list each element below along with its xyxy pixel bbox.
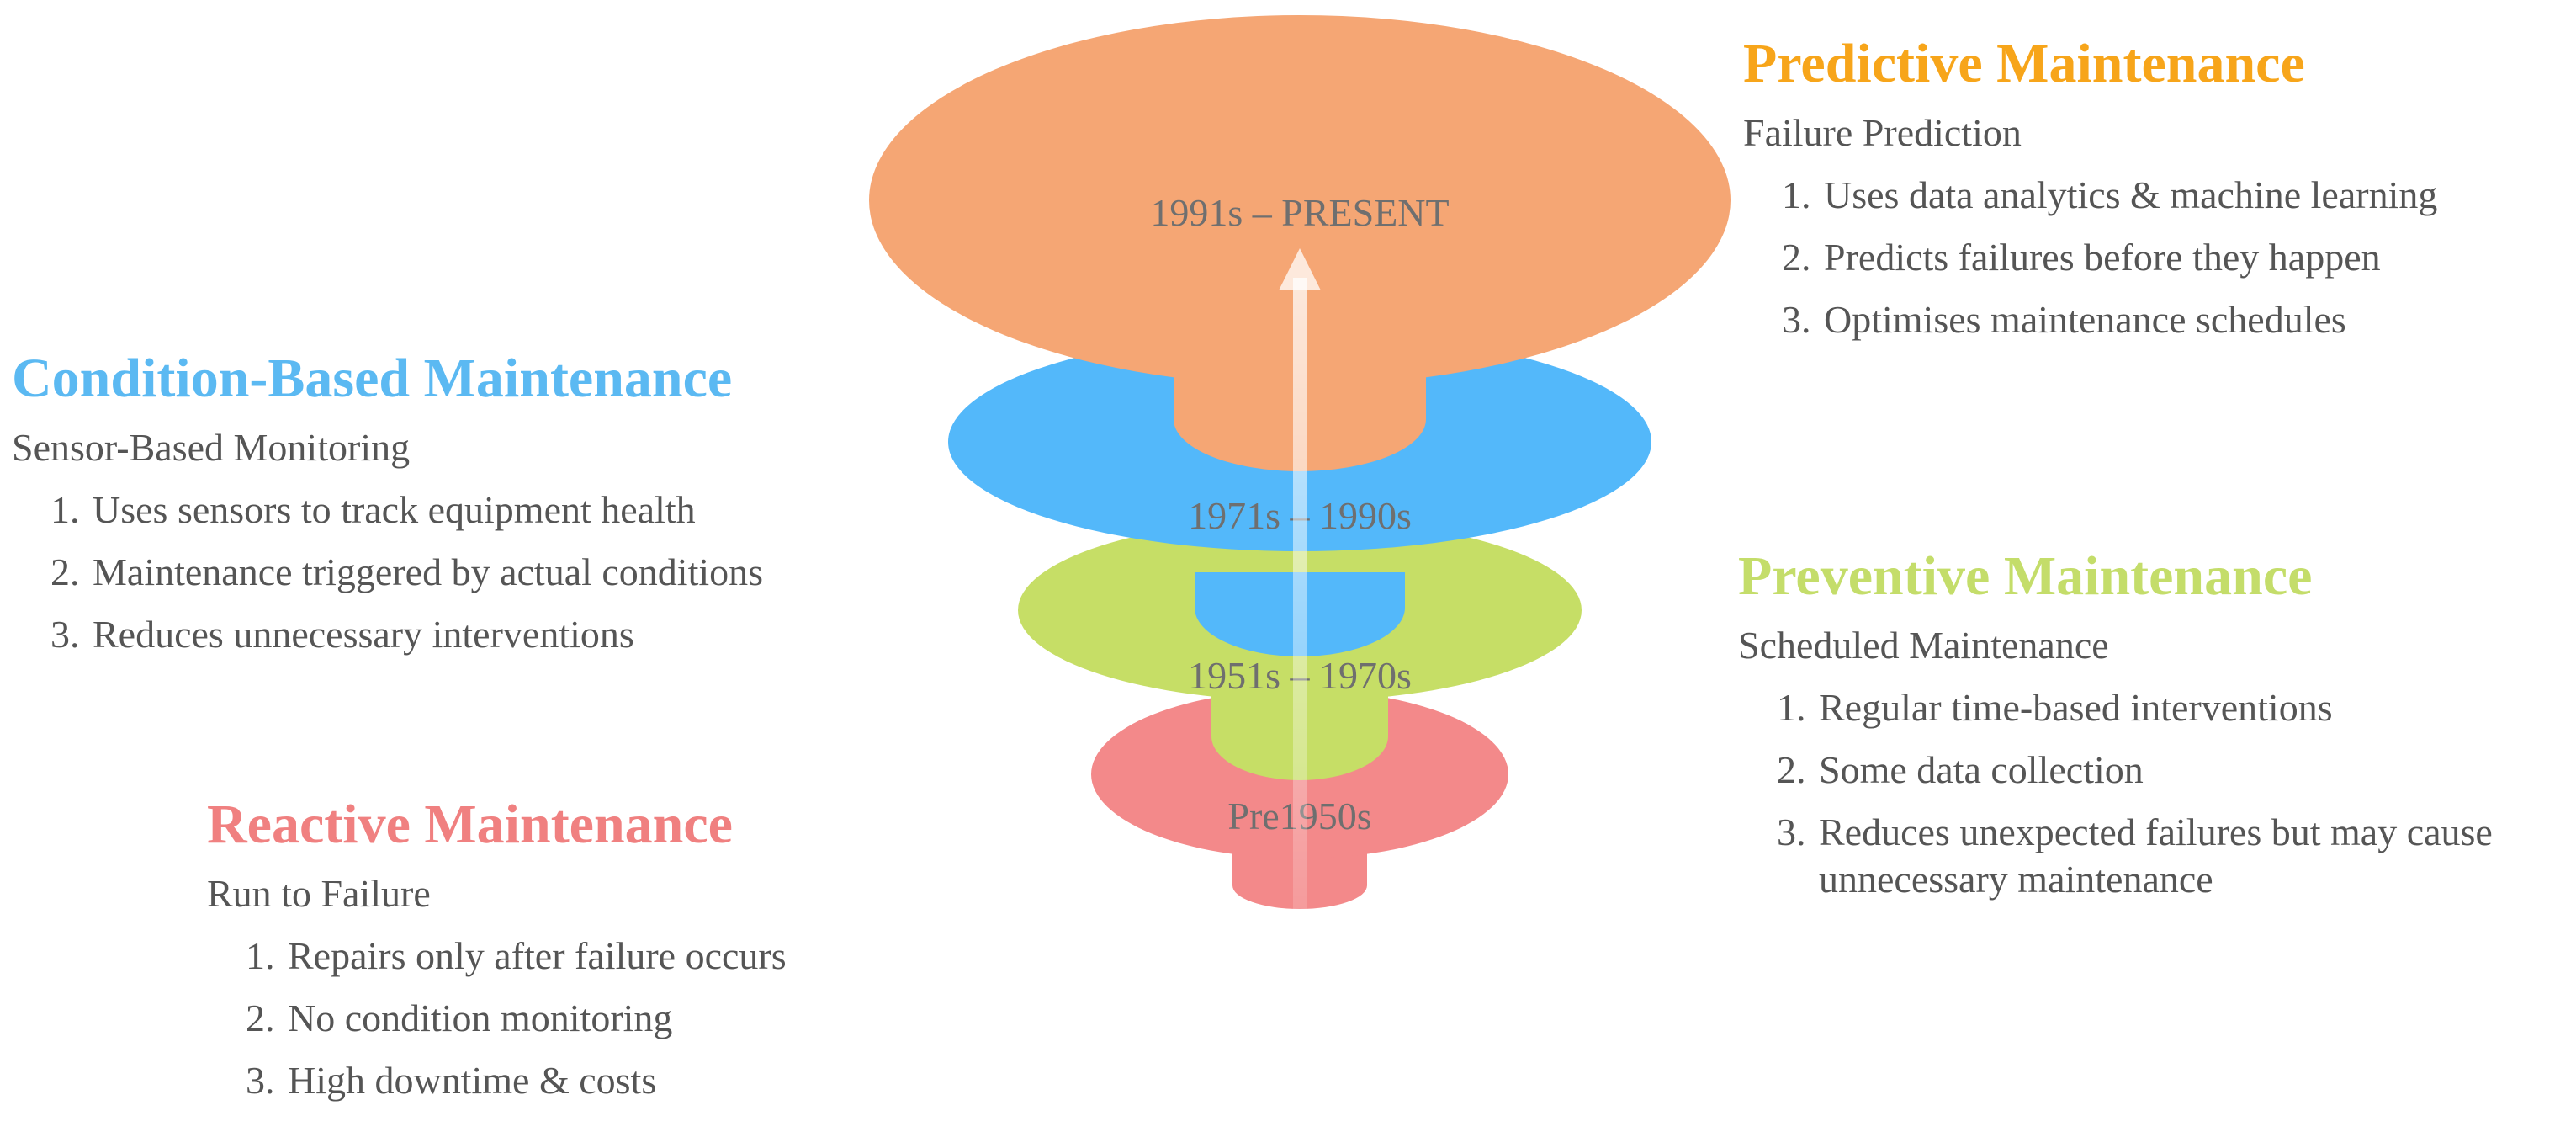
predictive-subtitle: Failure Prediction [1743,111,2022,154]
predictive-block: Predictive Maintenance Failure Predictio… [1743,30,2568,359]
list-item-number: 1. [1782,173,1811,216]
preventive-block: Preventive Maintenance Scheduled Mainten… [1738,543,2546,918]
list-item-text: Regular time-based interventions [1819,686,2333,729]
list-item: 2. Maintenance triggered by actual condi… [50,549,946,596]
predictive-title: Predictive Maintenance [1743,33,2305,94]
list-item: 3. Reduces unexpected failures but may c… [1777,809,2546,903]
predictive-list: 1. Uses data analytics & machine learnin… [1743,172,2568,343]
list-item-text: Reduces unnecessary interventions [93,613,634,656]
list-item-text: Maintenance triggered by actual conditio… [93,550,764,593]
list-item: 1. Uses sensors to track equipment healt… [50,486,946,534]
up-arrow-icon [1279,248,1321,913]
list-item-number: 2. [246,996,275,1039]
list-item: 2. No condition monitoring [246,995,964,1042]
condition-subtitle: Sensor-Based Monitoring [12,426,411,469]
list-item-text: Reduces unexpected failures but may caus… [1819,810,2493,901]
list-item-number: 3. [50,613,80,656]
list-item: 2. Some data collection [1777,747,2546,794]
list-item-text: Uses data analytics & machine learning [1824,173,2438,216]
list-item: 1. Uses data analytics & machine learnin… [1782,172,2568,219]
list-item-number: 2. [1777,748,1806,791]
list-item: 3. High downtime & costs [246,1057,964,1104]
list-item-text: Uses sensors to track equipment health [93,488,696,531]
reactive-block: Reactive Maintenance Run to Failure 1. R… [207,791,964,1119]
condition-list: 1. Uses sensors to track equipment healt… [12,486,946,658]
list-item-text: Predicts failures before they happen [1824,236,2381,279]
preventive-title: Preventive Maintenance [1738,545,2313,607]
list-item-number: 3. [1777,810,1806,853]
list-item-number: 2. [50,550,80,593]
list-item-number: 3. [1782,298,1811,341]
list-item: 3. Optimises maintenance schedules [1782,296,2568,343]
list-item-text: No condition monitoring [288,996,673,1039]
era-label-predictive: 1991s – PRESENT [1150,191,1449,234]
list-item-text: Some data collection [1819,748,2144,791]
condition-block: Condition-Based Maintenance Sensor-Based… [12,345,946,673]
list-item-text: High downtime & costs [288,1059,657,1102]
list-item-text: Optimises maintenance schedules [1824,298,2346,341]
funnel-predictive-disc [869,15,1731,385]
list-item-number: 1. [1777,686,1806,729]
list-item: 2. Predicts failures before they happen [1782,234,2568,281]
list-item: 1. Repairs only after failure occurs [246,933,964,980]
list-item: 1. Regular time-based interventions [1777,684,2546,731]
list-item-number: 2. [1782,236,1811,279]
list-item-text: Repairs only after failure occurs [288,934,787,977]
list-item-number: 1. [246,934,275,977]
preventive-list: 1. Regular time-based interventions 2. S… [1738,684,2546,903]
list-item-number: 3. [246,1059,275,1102]
reactive-list: 1. Repairs only after failure occurs 2. … [207,933,964,1104]
reactive-subtitle: Run to Failure [207,872,431,915]
preventive-subtitle: Scheduled Maintenance [1738,624,2109,667]
list-item: 3. Reduces unnecessary interventions [50,611,946,658]
list-item-number: 1. [50,488,80,531]
reactive-title: Reactive Maintenance [207,794,733,855]
condition-title: Condition-Based Maintenance [12,348,733,409]
